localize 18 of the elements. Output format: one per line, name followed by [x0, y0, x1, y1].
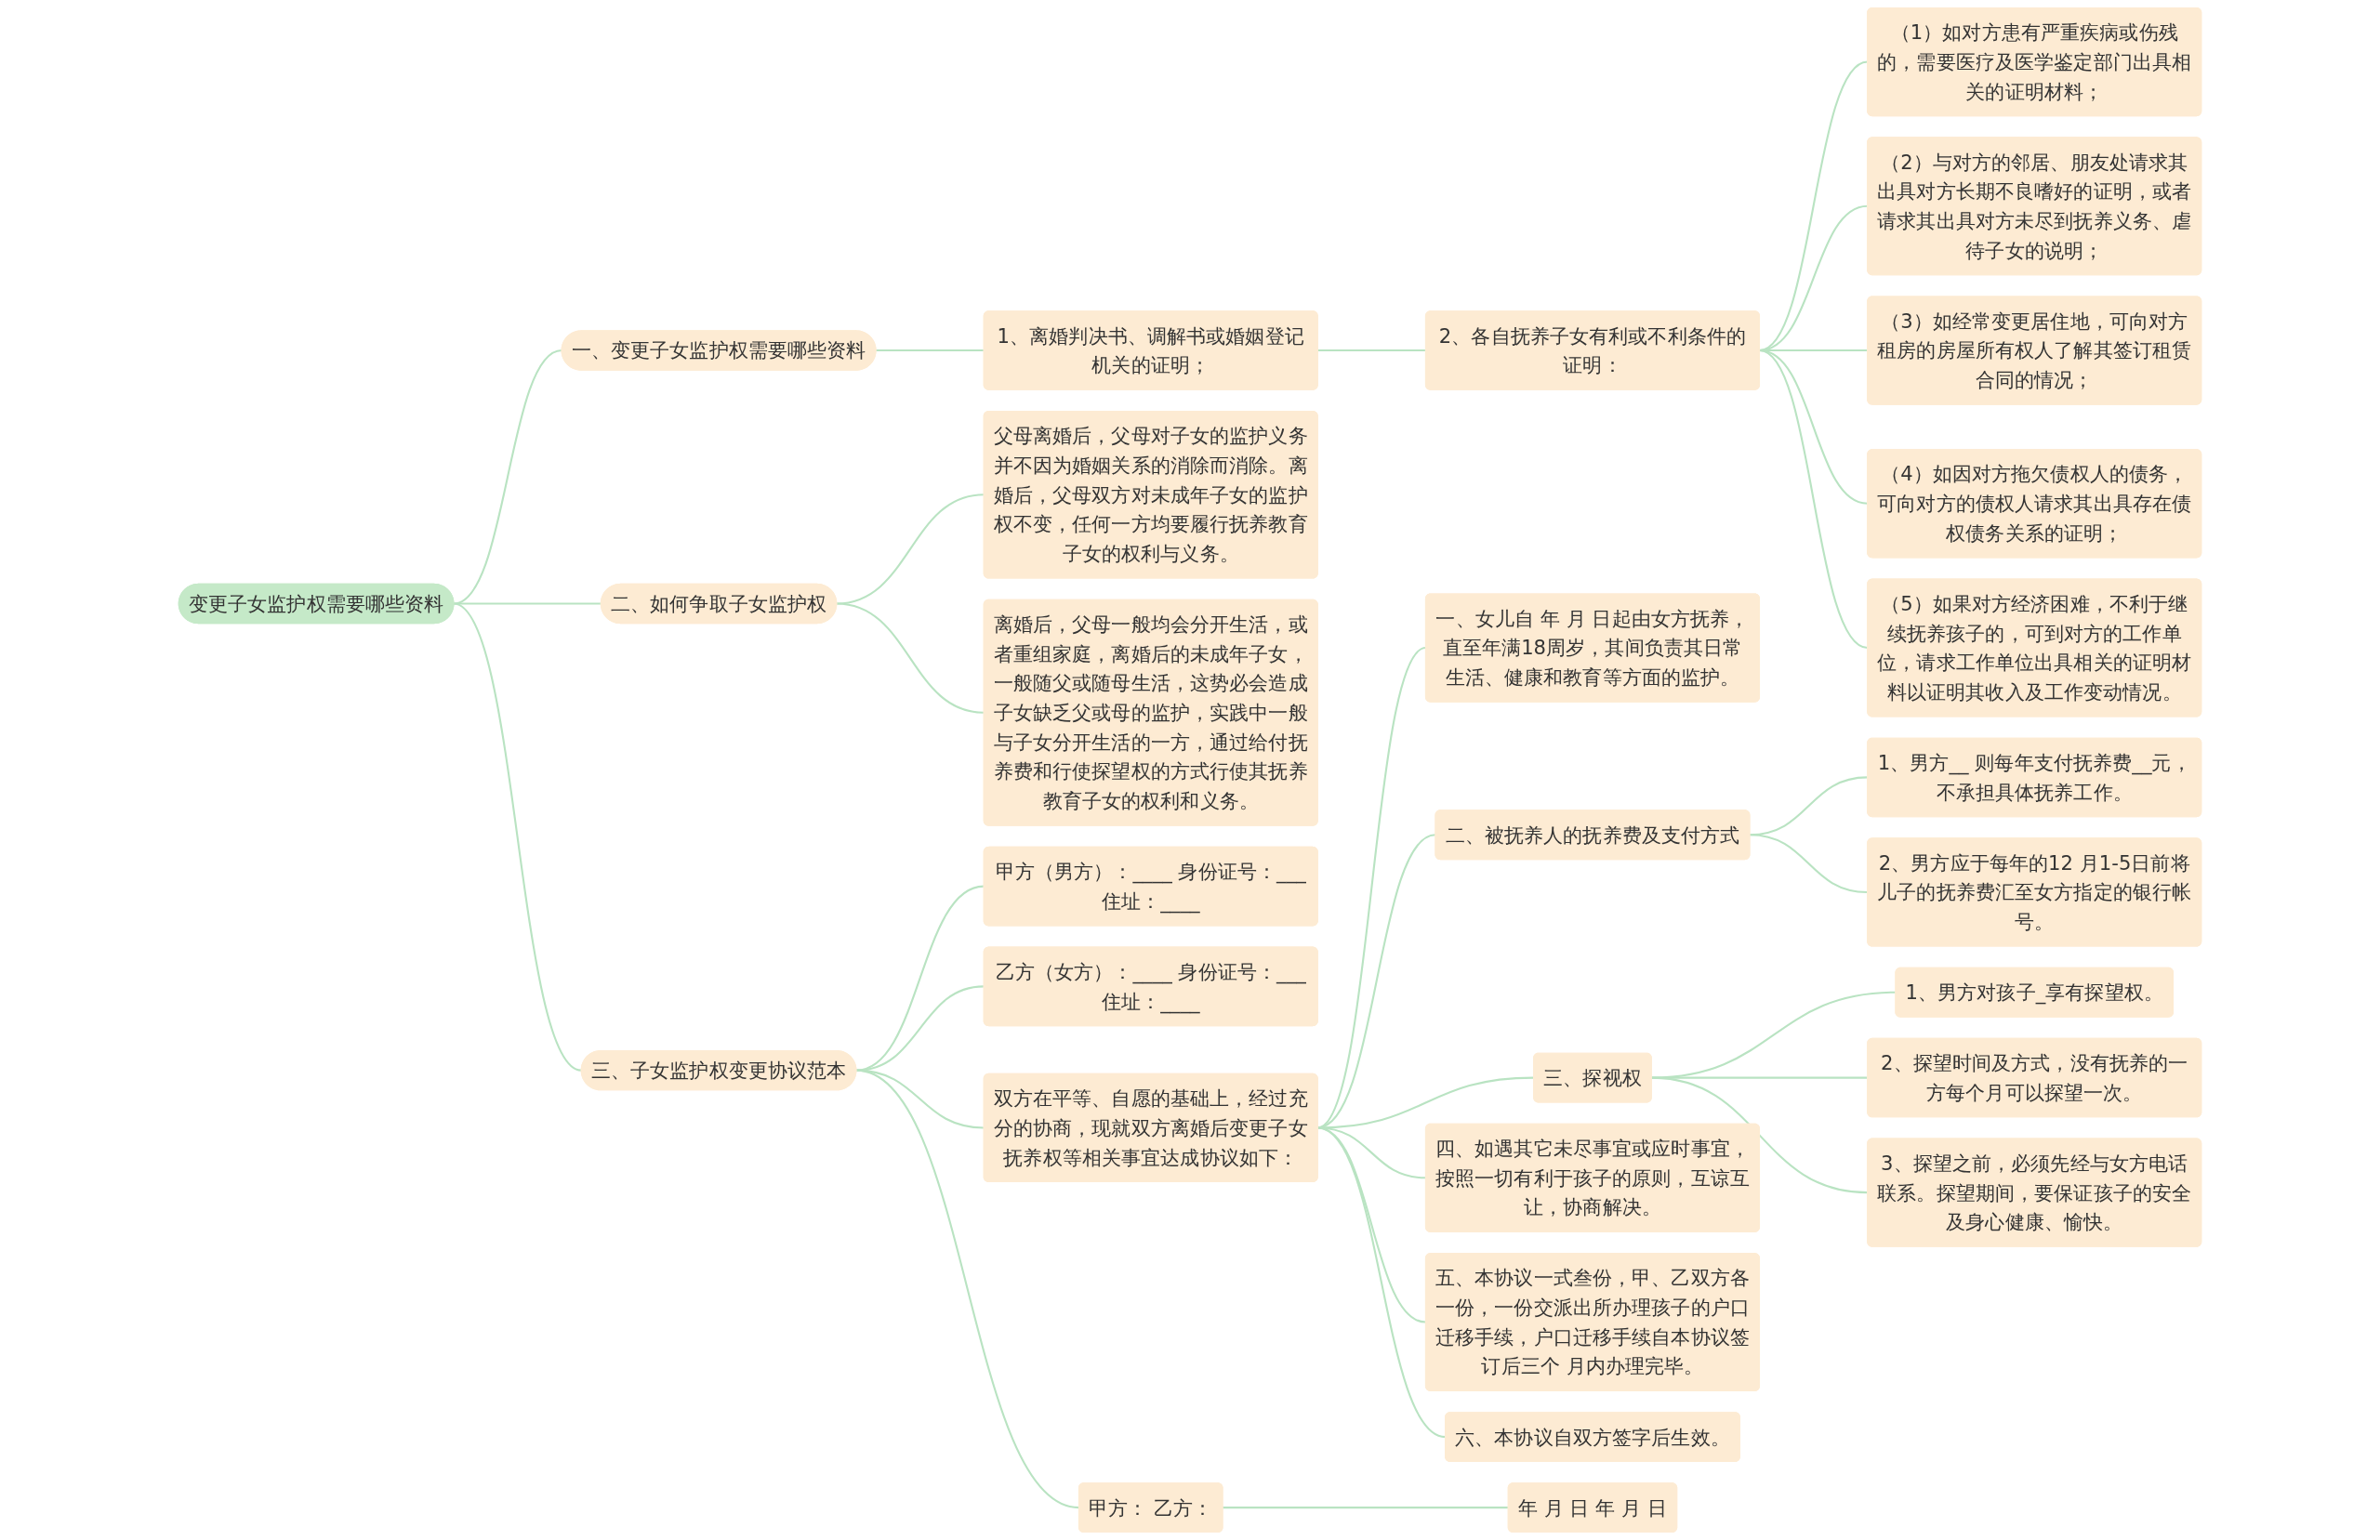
connector	[1316, 1126, 1446, 1439]
connector	[855, 985, 985, 1072]
connector	[453, 602, 602, 605]
connector	[1651, 991, 1896, 1079]
connector	[1317, 1126, 1426, 1179]
connector	[1749, 834, 1868, 894]
connector	[855, 885, 985, 1072]
connector	[453, 602, 582, 1072]
connector	[1759, 60, 1869, 351]
connector	[855, 1069, 1079, 1509]
connector	[836, 494, 985, 605]
connector	[836, 602, 985, 714]
connector	[1316, 1126, 1426, 1323]
connector	[1223, 1507, 1509, 1509]
connector	[1651, 1076, 1868, 1194]
connector	[876, 349, 985, 352]
connector	[1759, 349, 1869, 649]
connector	[1317, 349, 1426, 352]
